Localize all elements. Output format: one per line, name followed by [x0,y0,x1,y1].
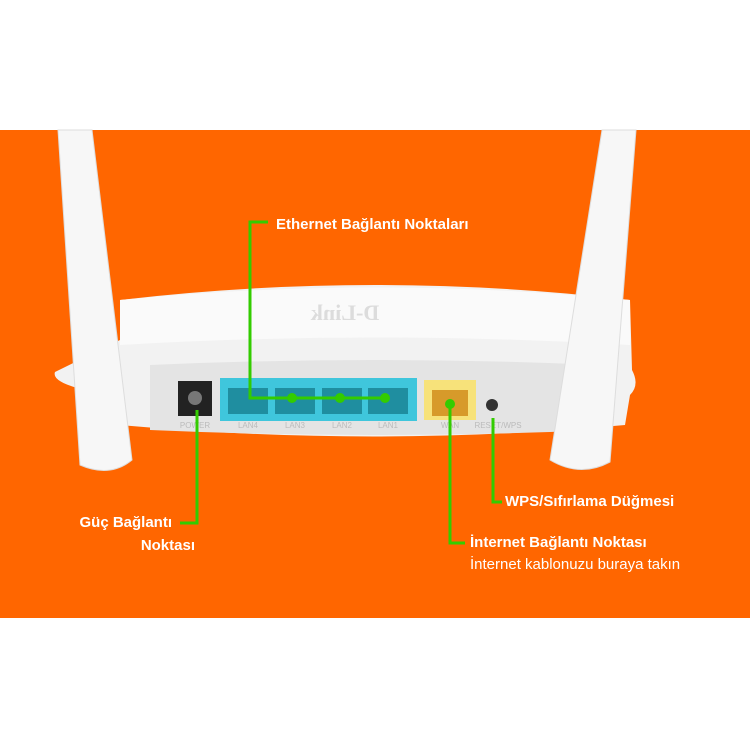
ethernet-callout-label: Ethernet Bağlantı Noktaları [276,216,469,233]
internet-callout-label: İnternet Bağlantı Noktası [470,534,647,551]
wps-callout-line [491,418,502,504]
left-antenna [57,129,133,471]
wps-callout-label: WPS/Sıfırlama Düğmesi [505,493,675,510]
internet-callout-line [448,404,465,545]
label-power: POWER [180,421,210,430]
lan4-port [228,388,268,414]
label-lan2: LAN2 [332,421,353,430]
power-jack-pin [188,391,202,405]
router-top [120,287,630,345]
lan3-dot [287,393,297,403]
ethernet-callout-line [248,220,385,400]
power-callout-label-2: Noktası [140,537,195,554]
internet-callout-sublabel: İnternet kablonuzu buraya takın [470,556,681,573]
label-lan1: LAN1 [378,421,399,430]
lan2-dot [335,393,345,403]
label-reset: RESET/WPS [474,421,521,430]
right-antenna [549,129,637,471]
power-callout-line [180,410,199,525]
reset-button [486,399,498,411]
dlink-logo: D-Link [310,300,379,325]
callout-dots [287,393,455,409]
power-callout-label-1: Güç Bağlantı [79,514,172,531]
wan-dot [445,399,455,409]
label-lan4: LAN4 [238,421,259,430]
callout-lines [180,220,502,545]
lan1-dot [380,393,390,403]
label-lan3: LAN3 [285,421,306,430]
